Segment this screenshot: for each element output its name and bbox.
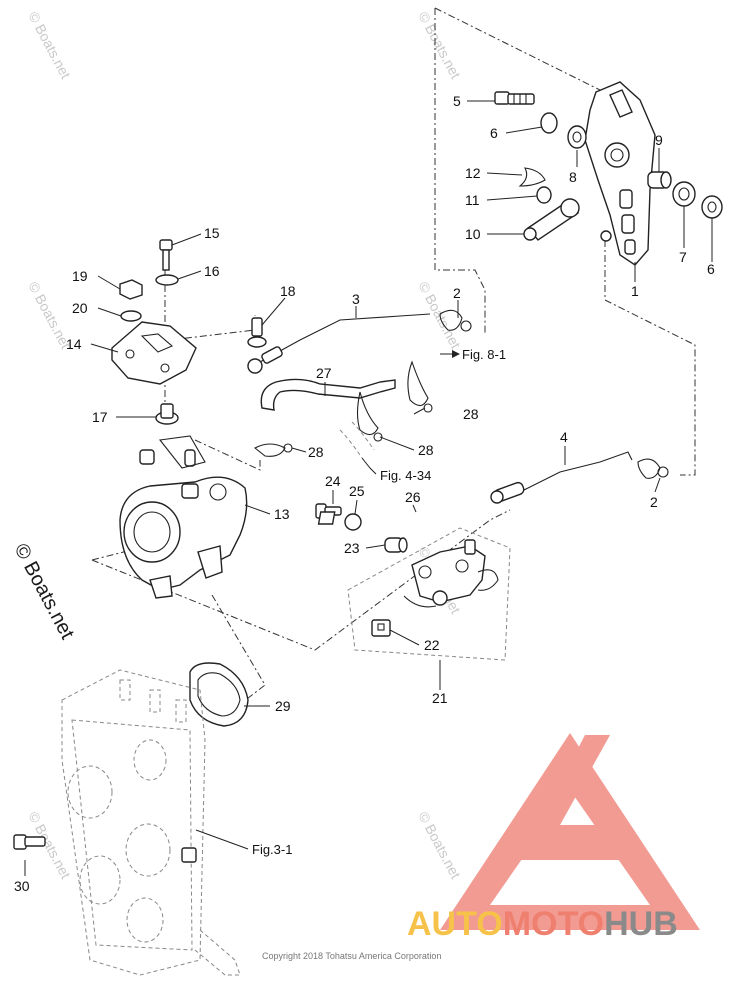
wordmark-hub: HUB xyxy=(604,905,678,943)
part-20-washer xyxy=(120,310,142,322)
part-6-washer-right-hole xyxy=(707,201,717,213)
callout-14: 14 xyxy=(66,336,82,352)
callout-30: 30 xyxy=(14,878,30,894)
part-28-clamp-left xyxy=(254,443,293,457)
callout-18: 18 xyxy=(280,283,296,299)
watermark-main: © Boats.net xyxy=(10,540,79,643)
part-8-washer-hole xyxy=(572,131,582,143)
automotohub-wordmark: AUTOMOTOHUB xyxy=(407,905,678,943)
callout-26: 26 xyxy=(405,489,421,505)
callout-25: 25 xyxy=(349,483,365,499)
logo-triangle-outer xyxy=(440,733,700,930)
guide-line-bracket xyxy=(91,509,511,651)
callout-20: 20 xyxy=(72,300,88,316)
part-23-collar xyxy=(384,537,408,553)
part-29-gasket xyxy=(189,662,249,727)
part-4-link-rod xyxy=(490,451,633,504)
part-10-link-rod xyxy=(523,198,580,241)
part-18-stud xyxy=(247,317,267,348)
engine-block-reference xyxy=(61,669,241,976)
callout-11: 11 xyxy=(465,192,480,208)
hose-continuation xyxy=(339,421,375,459)
logo-triangle-inner xyxy=(520,735,640,860)
part-13-throttle-body xyxy=(119,435,248,599)
callout-27: 27 xyxy=(316,365,332,381)
part-22-block xyxy=(371,619,391,637)
ref-fig-3-1: Fig.3-1 xyxy=(252,842,292,857)
part-28-clamp-right xyxy=(407,360,433,413)
part-27-hose xyxy=(260,378,396,411)
callout-29: 29 xyxy=(275,698,291,714)
part-9-collar xyxy=(647,171,672,189)
callout-24: 24 xyxy=(325,473,341,489)
part-11-washer xyxy=(536,186,552,204)
watermark-group: © Boats.net © Boats.net © Boats.net © Bo… xyxy=(25,9,464,881)
callout-5: 5 xyxy=(453,93,461,109)
callout-15: 15 xyxy=(204,225,220,241)
callout-2-upper: 2 xyxy=(453,285,461,301)
part-14-bracket xyxy=(111,321,197,385)
callout-labels: 5 6 12 11 10 8 9 7 6 1 2 3 18 15 16 19 2… xyxy=(14,93,715,894)
part-16-washer xyxy=(155,274,179,286)
part-1-throttle-lever xyxy=(584,81,656,266)
part-8-washer xyxy=(567,125,587,149)
callout-12: 12 xyxy=(465,165,481,181)
arrow-fig81 xyxy=(452,350,460,358)
part-26-plate xyxy=(317,511,336,525)
callout-6-right: 6 xyxy=(707,261,715,277)
part-19-nut xyxy=(119,279,143,300)
part-5-bolt xyxy=(494,91,535,105)
callout-3: 3 xyxy=(352,291,360,307)
part-6-washer-upper xyxy=(540,112,558,134)
callout-6-upper: 6 xyxy=(490,125,498,141)
part-17-collar xyxy=(155,403,179,425)
part-2-clip-upper xyxy=(439,309,472,332)
leader-lines xyxy=(24,100,713,876)
leader-fig434 xyxy=(361,457,377,475)
callout-4: 4 xyxy=(560,429,568,445)
callout-28-right: 28 xyxy=(463,406,479,422)
automotohub-logo-mark xyxy=(440,733,700,930)
callout-16: 16 xyxy=(204,263,220,279)
guide-line-lever xyxy=(434,8,486,335)
callout-1: 1 xyxy=(631,283,639,299)
callout-23: 23 xyxy=(344,540,360,556)
callout-21: 21 xyxy=(432,690,448,706)
wordmark-auto: AUTO xyxy=(407,905,503,943)
part-7-bushing xyxy=(672,181,696,207)
watermark-1: © Boats.net xyxy=(25,9,74,81)
guide-line-lever-top xyxy=(434,7,601,91)
part-6-washer-right xyxy=(701,195,723,219)
part-21-assembly-box xyxy=(347,527,511,661)
callout-8: 8 xyxy=(569,169,577,185)
callout-9: 9 xyxy=(655,132,663,148)
wordmark-moto: MOTO xyxy=(503,905,604,943)
part-3-rod xyxy=(247,313,431,374)
callout-13: 13 xyxy=(274,506,290,522)
part-28-clamp-mid xyxy=(356,391,383,442)
part-12-clip xyxy=(518,167,546,187)
callout-17: 17 xyxy=(92,409,108,425)
callout-10: 10 xyxy=(465,226,481,242)
watermark-7: © Boats.net xyxy=(415,809,464,881)
guide-line-gasket xyxy=(211,594,266,713)
callout-19: 19 xyxy=(72,268,88,284)
callout-22: 22 xyxy=(424,637,440,653)
callout-2-lower: 2 xyxy=(650,494,658,510)
guide-line-lever-link4 xyxy=(604,240,696,476)
part-2-clip-lower xyxy=(637,458,669,479)
part-30-bolt xyxy=(13,834,46,850)
part-21-cam-assembly xyxy=(403,539,499,608)
part-25-washer xyxy=(344,513,362,531)
callout-28-left: 28 xyxy=(308,444,324,460)
callout-7: 7 xyxy=(679,249,687,265)
copyright-text: Copyright 2018 Tohatsu America Corporati… xyxy=(262,951,441,961)
ref-fig-8-1: Fig. 8-1 xyxy=(462,347,506,362)
watermark-2: © Boats.net xyxy=(415,9,464,81)
part-15-bolt xyxy=(159,239,173,271)
guide-line-lower xyxy=(194,439,261,471)
callout-28-mid: 28 xyxy=(418,442,434,458)
ref-fig-4-34: Fig. 4-34 xyxy=(380,468,431,483)
